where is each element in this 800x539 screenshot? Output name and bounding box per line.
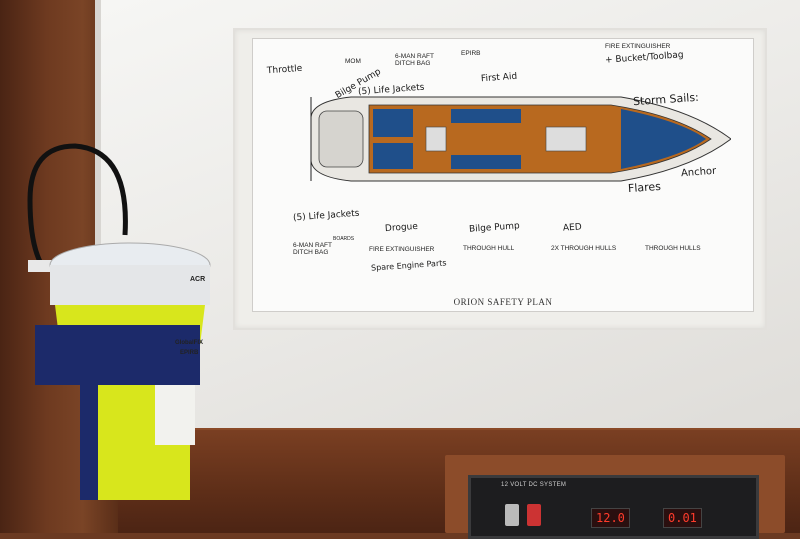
handwritten-drogue: Drogue [384, 221, 419, 235]
label-extinguisher-top: FIRE EXTINGUISHER [605, 43, 671, 50]
handwritten-aed: AED [562, 222, 583, 234]
label-mom: MOM [345, 58, 361, 65]
label-raft-top: 6-MAN RAFT DITCH BAG [395, 53, 434, 67]
dc-panel-title: 12 VOLT DC SYSTEM [501, 482, 567, 488]
voltage-readout: 12.0 [591, 508, 630, 528]
handwritten-spare-parts: Spare Engine Parts [370, 258, 447, 273]
dc-system-panel: 12 VOLT DC SYSTEM 12.0 0.01 [468, 475, 759, 539]
safety-plan-poster: MOM 6-MAN RAFT DITCH BAG EPIRB FIRE EXTI… [252, 38, 754, 312]
label-boards: BOARDS [333, 236, 355, 242]
plan-title: ORION SAFETY PLAN [453, 297, 553, 307]
label-epirb: EPIRB [461, 50, 481, 57]
amp-readout: 0.01 [663, 508, 702, 528]
panel-switch-red[interactable] [527, 504, 541, 526]
handwritten-throttle: Throttle [266, 63, 303, 77]
handwritten-bucket: + Bucket/Toolbag [604, 50, 684, 66]
epirb-brand: ACR [190, 276, 206, 283]
handwritten-bilge-pump-bottom: Bilge Pump [468, 221, 521, 235]
handwritten-first-aid: First Aid [480, 71, 518, 85]
handwritten-flares: Flares [627, 179, 662, 196]
panel-switch[interactable] [505, 504, 519, 526]
label-extinguisher-bottom: FIRE EXTINGUISHER [369, 246, 435, 253]
epirb-short: EPIRB [180, 350, 199, 356]
label-2x-through-hulls: 2X THROUGH HULLS [551, 245, 617, 252]
epirb-model: GlobalFIX [175, 340, 204, 346]
label-raft-bottom: 6-MAN RAFT DITCH BAG [293, 242, 332, 256]
label-through-hulls: THROUGH HULLS [645, 245, 701, 252]
boat-deck-plan [310, 96, 731, 182]
epirb-device [35, 242, 211, 500]
label-through-hull: THROUGH HULL [463, 245, 515, 252]
